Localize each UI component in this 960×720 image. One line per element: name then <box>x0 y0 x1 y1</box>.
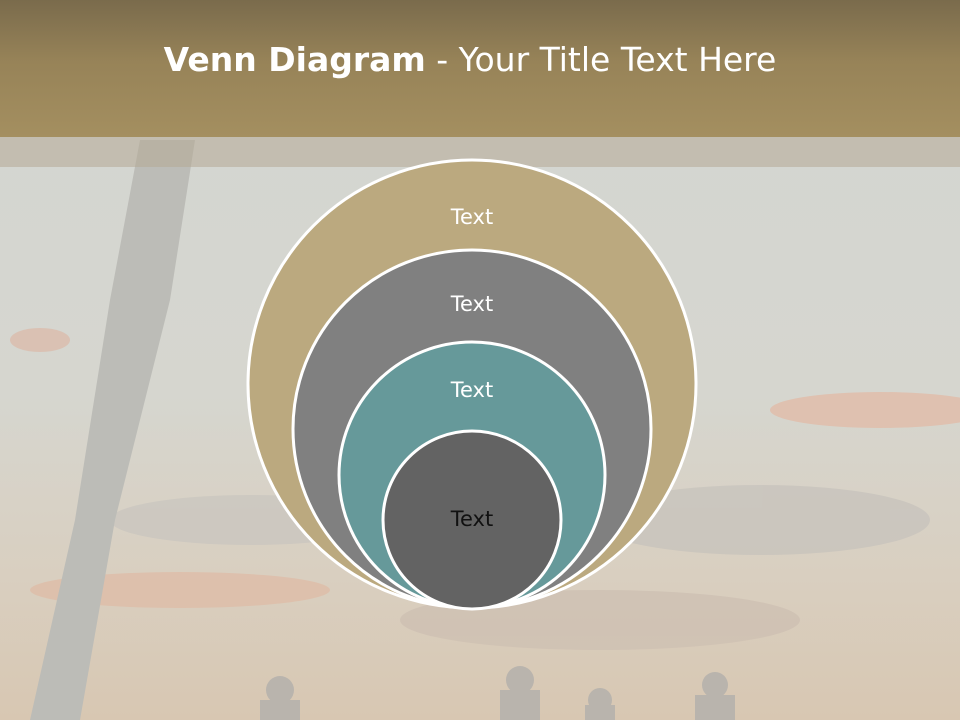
venn-circle-1-label: Text <box>450 205 493 229</box>
venn-circle-2-label: Text <box>450 292 493 316</box>
title-bar <box>0 0 960 137</box>
venn-circle-3-label: Text <box>450 378 493 402</box>
title-rest: - Your Title Text Here <box>425 40 777 79</box>
title-bold: Venn Diagram <box>163 40 426 79</box>
slide-title: Venn Diagram - Your Title Text Here <box>0 40 940 79</box>
palm-trunk <box>30 140 195 720</box>
people-silhouettes <box>260 666 735 720</box>
venn-circle-4-label: Text <box>450 507 493 531</box>
venn-circle-4 <box>381 429 563 611</box>
